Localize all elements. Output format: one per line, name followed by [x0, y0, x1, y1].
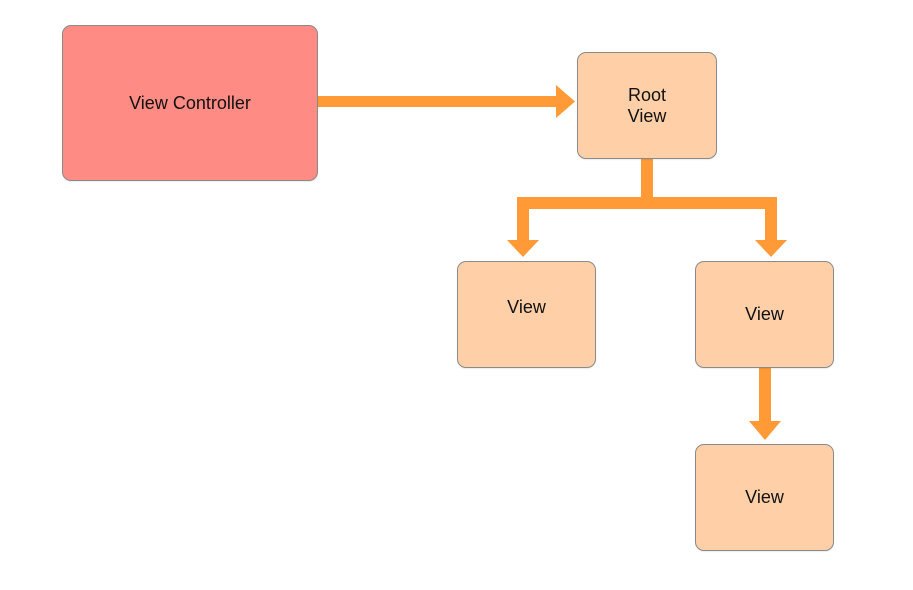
child-view-right-label: View: [745, 304, 784, 324]
child-view-right-node: View: [695, 261, 834, 368]
arrow-root-trunk: [641, 159, 653, 209]
arrow-root-to-left-head: [507, 240, 539, 257]
root-view-label: Root View: [627, 84, 667, 126]
arrow-root-to-right-shaft: [765, 197, 777, 244]
grandchild-view-node: View: [695, 444, 834, 551]
arrow-right-to-bottom-head: [749, 421, 781, 440]
child-view-left-label: View: [507, 297, 546, 317]
arrow-root-to-left-shaft: [517, 197, 529, 244]
view-controller-label: View Controller: [129, 92, 251, 113]
view-controller-node: View Controller: [62, 25, 318, 181]
arrow-root-to-right-head: [755, 240, 787, 257]
root-view-node: Root View: [577, 52, 717, 159]
child-view-left-node: View: [457, 261, 596, 368]
grandchild-view-label: View: [745, 487, 784, 507]
arrow-controller-to-root-shaft: [318, 96, 560, 107]
arrow-branch-horizontal: [517, 197, 777, 209]
arrow-controller-to-root-head: [556, 85, 575, 118]
arrow-right-to-bottom-shaft: [759, 368, 771, 424]
